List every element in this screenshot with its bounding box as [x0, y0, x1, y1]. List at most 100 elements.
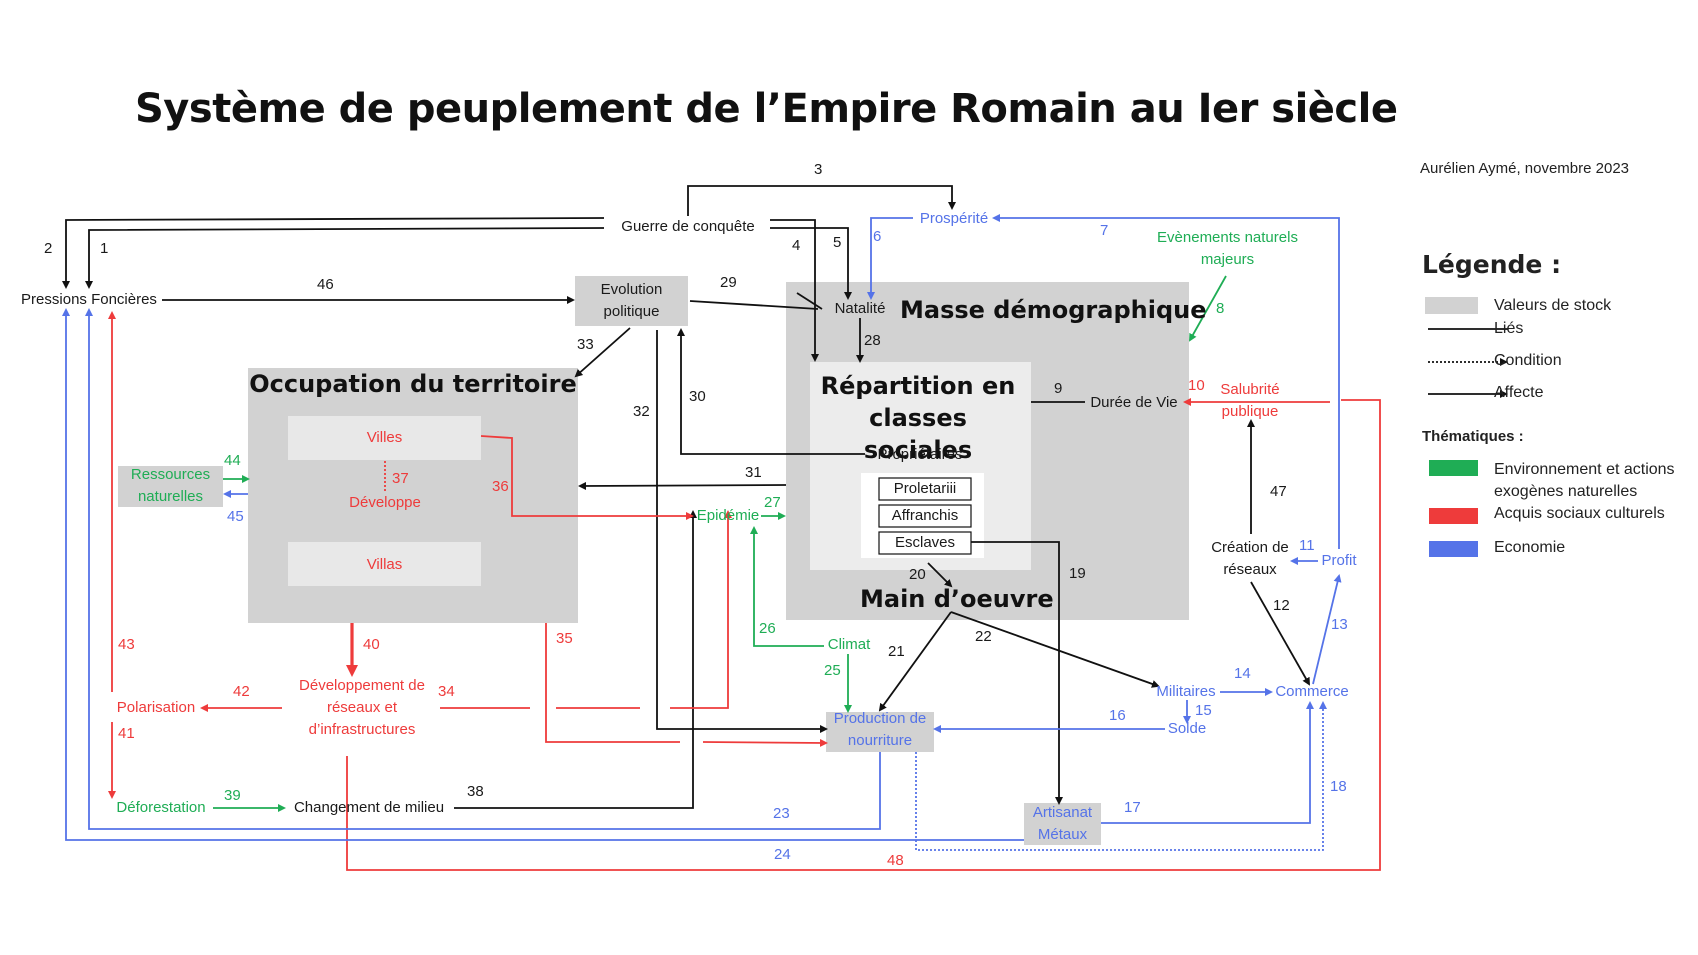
link-21	[878, 611, 952, 712]
legend-linked: Liés	[1494, 320, 1524, 337]
node-epidemie: Epidémie	[696, 507, 760, 524]
legend-social-swatch	[1429, 508, 1478, 524]
legend-condition: Condition	[1494, 352, 1562, 369]
node-climat: Climat	[827, 636, 871, 653]
link-label-4: 4	[792, 237, 801, 254]
link-35	[545, 623, 826, 743]
legend-affects: Affecte	[1494, 384, 1544, 401]
villas-box	[288, 542, 481, 586]
proletarii-box	[878, 477, 972, 501]
node-artisanat: Artisanat Métaux	[1032, 804, 1093, 843]
villas-label: Villas	[366, 556, 403, 573]
legend-social: Acquis sociaux culturels	[1494, 505, 1665, 522]
link-label-44: 44	[224, 452, 241, 469]
legend-economy-swatch	[1429, 541, 1478, 557]
link-31	[578, 481, 787, 490]
link-label-12: 12	[1273, 597, 1290, 614]
node-polarisation: Polarisation	[116, 699, 196, 716]
node-ressources: Ressources naturelles	[130, 466, 211, 505]
link-label-21: 21	[888, 643, 905, 660]
link-22	[950, 611, 1160, 688]
legend-env: Environnement et actions exogènes nature…	[1494, 461, 1675, 500]
legend-env-swatch	[1429, 460, 1478, 476]
node-creation: Création de réseaux	[1211, 539, 1289, 578]
link-7	[992, 214, 1340, 549]
link-label-5: 5	[833, 234, 842, 251]
link-label-31: 31	[745, 464, 762, 481]
link-label-10: 10	[1188, 377, 1205, 394]
masse-title: Masse démographique	[900, 296, 1207, 324]
evolution-box	[575, 276, 688, 326]
link-13	[1312, 574, 1342, 685]
link-1	[85, 227, 605, 289]
legend-themes-heading: Thématiques :	[1422, 428, 1524, 445]
node-evenements: Evènements naturels majeurs	[1157, 229, 1298, 268]
ressources-box	[118, 466, 223, 507]
link-label-29: 29	[720, 274, 737, 291]
link-label-38: 38	[467, 783, 484, 800]
link-6	[867, 217, 913, 300]
link-24	[62, 308, 1024, 841]
node-duree: Durée de Vie	[1090, 394, 1178, 411]
link-label-45: 45	[227, 508, 244, 525]
link-label-25: 25	[824, 662, 841, 679]
artisanat-box	[1024, 803, 1101, 845]
link-label-18: 18	[1330, 778, 1347, 795]
link-26	[750, 526, 824, 647]
link-label-48: 48	[887, 852, 904, 869]
link-label-32: 32	[633, 403, 650, 420]
link-label-41: 41	[118, 725, 135, 742]
link-label-35: 35	[556, 630, 573, 647]
link-32	[656, 330, 828, 733]
villes-label: Villes	[366, 429, 403, 446]
link-label-46: 46	[317, 276, 334, 293]
link-label-19: 19	[1069, 565, 1086, 582]
link-19	[971, 541, 1063, 805]
link-label-23: 23	[773, 805, 790, 822]
link-label-9: 9	[1054, 380, 1063, 397]
node-commerce: Commerce	[1275, 683, 1349, 700]
link-label-17: 17	[1124, 799, 1141, 816]
node-natalite: Natalité	[834, 300, 886, 317]
link-label-34: 34	[438, 683, 455, 700]
link-33	[574, 327, 631, 378]
link-label-16: 16	[1109, 707, 1126, 724]
diagram-title: Système de peuplement de l’Empire Romain…	[135, 86, 1398, 132]
link-label-47: 47	[1270, 483, 1287, 500]
link-48	[346, 399, 1381, 871]
link-label-42: 42	[233, 683, 250, 700]
link-label-24: 24	[774, 846, 791, 863]
link-36	[480, 435, 694, 520]
occupation-title: Occupation du territoire	[249, 370, 577, 398]
link-label-39: 39	[224, 787, 241, 804]
node-salubrite: Salubrité publique	[1220, 381, 1280, 420]
link-label-30: 30	[689, 388, 706, 405]
proprietaires-label: Propriétaires	[877, 446, 963, 463]
node-deforestation: Déforestation	[116, 799, 206, 816]
link-label-40: 40	[363, 636, 380, 653]
link-3	[687, 185, 956, 216]
author-credit: Aurélien Aymé, novembre 2023	[1420, 160, 1630, 177]
link-20	[927, 562, 953, 588]
link-label-43: 43	[118, 636, 135, 653]
link-label-22: 22	[975, 628, 992, 645]
node-developpement: Développement de réseaux et d’infrastruc…	[299, 677, 425, 738]
link-label-15: 15	[1195, 702, 1212, 719]
node-guerre: Guerre de conquête	[621, 218, 755, 235]
link-label-14: 14	[1234, 665, 1251, 682]
main-oeuvre-title: Main d’oeuvre	[860, 585, 1054, 613]
link-17	[1101, 701, 1314, 824]
link-label-37: 37	[392, 470, 409, 487]
link-2	[62, 217, 605, 289]
link-18	[915, 701, 1327, 851]
developpe-label: Développe	[349, 494, 421, 511]
link-natalite-masse	[796, 292, 823, 310]
link-label-13: 13	[1331, 616, 1348, 633]
legend-stock: Valeurs de stock	[1494, 297, 1612, 314]
link-5	[770, 227, 852, 300]
legend-heading: Légende :	[1422, 250, 1562, 279]
esclaves-box	[878, 531, 972, 555]
node-production: Production de nourriture	[833, 710, 927, 749]
link-label-1: 1	[100, 240, 109, 257]
